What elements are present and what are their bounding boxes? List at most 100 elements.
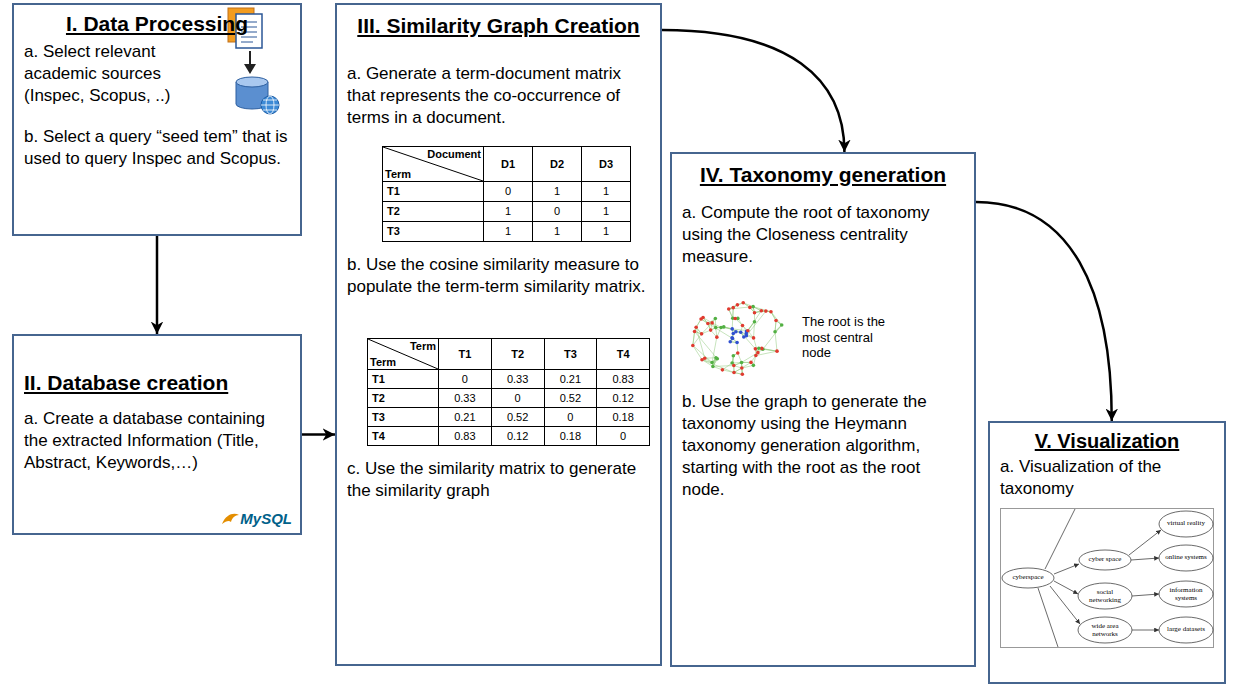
network-dot (748, 305, 752, 309)
drawing-part (1129, 530, 1161, 555)
matrix-table: DocumentTermD1D2D3T1011T2101T3111 (382, 146, 631, 242)
drawing-part (249, 51, 251, 66)
network-dot (711, 364, 715, 368)
network-dot (732, 363, 736, 367)
table-cell: 1 (484, 221, 533, 241)
network-dot (700, 357, 704, 361)
drawing-part (1002, 511, 1213, 643)
diagonal-cell: TermTerm (368, 338, 439, 369)
drawing-part (1054, 581, 1078, 594)
flow-arrow (976, 202, 1112, 421)
matrix-figure: DocumentTermD1D2D3T1011T2101T3111 (382, 146, 650, 242)
table-cell: 0.21 (439, 407, 492, 426)
diagonal-stroke (368, 339, 438, 369)
network-dot (710, 321, 714, 325)
network-dot (731, 336, 735, 340)
table-cell: 0.83 (597, 369, 650, 388)
network-dot (741, 323, 745, 327)
row-header: T1 (372, 373, 385, 385)
column-header: T1 (458, 348, 471, 360)
table-cell: 1 (582, 181, 631, 201)
matrix-value: 0 (515, 392, 521, 404)
network-dot (714, 316, 718, 320)
network-link (746, 311, 765, 336)
matrix-value: 0.12 (507, 430, 528, 442)
drawing-part (236, 77, 268, 87)
matrix-value: 0.12 (612, 392, 633, 404)
network-dot (769, 310, 773, 314)
row-header: T3 (387, 225, 400, 237)
network-dot (735, 340, 739, 344)
network-figure: The root is the most central node (682, 299, 964, 377)
box-heading: I. Data Processing (24, 11, 290, 37)
network-dot (732, 353, 736, 357)
table-cell: 1 (582, 201, 631, 221)
table-cell: T2 (383, 201, 484, 221)
matrix-value: 0 (567, 411, 573, 423)
step-text: b. Select a query “seed tem” that is use… (24, 126, 290, 170)
drawing-part (1159, 617, 1213, 643)
flow-arrow (302, 433, 335, 436)
drawing-part (1078, 583, 1132, 609)
drawing-part (1159, 511, 1213, 537)
network-link (754, 337, 758, 352)
matrix-value: 0.52 (507, 411, 528, 423)
column-header: D1 (501, 158, 515, 170)
drawing-part (1159, 581, 1213, 607)
matrix-value: 0.18 (560, 430, 581, 442)
drawing-part (222, 514, 239, 524)
diagonal-stroke (383, 147, 483, 181)
step-text: b. Use the graph to generate the taxonom… (682, 391, 964, 501)
network-link (771, 311, 782, 324)
mysql-logo-text: MySQL (240, 510, 292, 527)
network-dot (753, 320, 757, 324)
step-text: a. Generate a term-document matrix that … (347, 63, 650, 129)
matrix-value: 0.33 (507, 373, 528, 385)
matrix-value: 1 (554, 225, 560, 237)
network-dot (774, 318, 778, 322)
network-dot (773, 329, 777, 333)
matrix-value: 0.21 (560, 373, 581, 385)
row-header: T4 (372, 430, 385, 442)
row-axis-label: Term (385, 168, 411, 180)
network-dot (741, 372, 745, 376)
taxonomy-term: information systems (1163, 587, 1209, 602)
network-dot (693, 329, 697, 333)
step-text: a. Create a database containing the extr… (24, 408, 290, 474)
table-cell: 0 (533, 201, 582, 221)
drawing-part (1054, 564, 1079, 574)
taxonomy-term: wide area networks (1082, 623, 1128, 638)
matrix-value: 1 (554, 185, 560, 197)
network-dot (728, 339, 732, 343)
network-link (693, 345, 712, 362)
network-link (693, 333, 702, 345)
matrix-value: 0 (620, 430, 626, 442)
column-header: T2 (511, 348, 524, 360)
table-cell: 0.21 (544, 369, 597, 388)
network-dot (706, 321, 710, 325)
down-arrow-icon (244, 51, 256, 74)
column-axis-label: Document (427, 148, 481, 160)
taxonomy-term: virtual reality (1163, 521, 1209, 528)
box-heading: III. Similarity Graph Creation (347, 13, 650, 39)
drawing-part (1038, 509, 1161, 647)
matrix-value: 0.83 (454, 430, 475, 442)
network-link (695, 331, 718, 358)
network-link (753, 321, 755, 337)
table-cell: T3 (544, 338, 597, 369)
row-axis-label: Term (370, 356, 396, 368)
network-dot (694, 325, 698, 329)
network-dot (730, 327, 734, 331)
process-box: I. Data Processinga. Select relevant aca… (12, 3, 302, 236)
box-heading: V. Visualization (1000, 429, 1214, 454)
network-dot (714, 325, 718, 329)
network-dot (752, 363, 756, 367)
matrix-value: 0 (462, 373, 468, 385)
network-link (742, 352, 758, 362)
network-link (741, 332, 756, 349)
matrix-figure: TermTermT1T2T3T4T100.330.210.83T20.3300.… (367, 338, 650, 446)
table-cell: 1 (533, 181, 582, 201)
table-cell: D2 (533, 146, 582, 181)
network-dot (764, 309, 768, 313)
table-cell: T2 (491, 338, 544, 369)
